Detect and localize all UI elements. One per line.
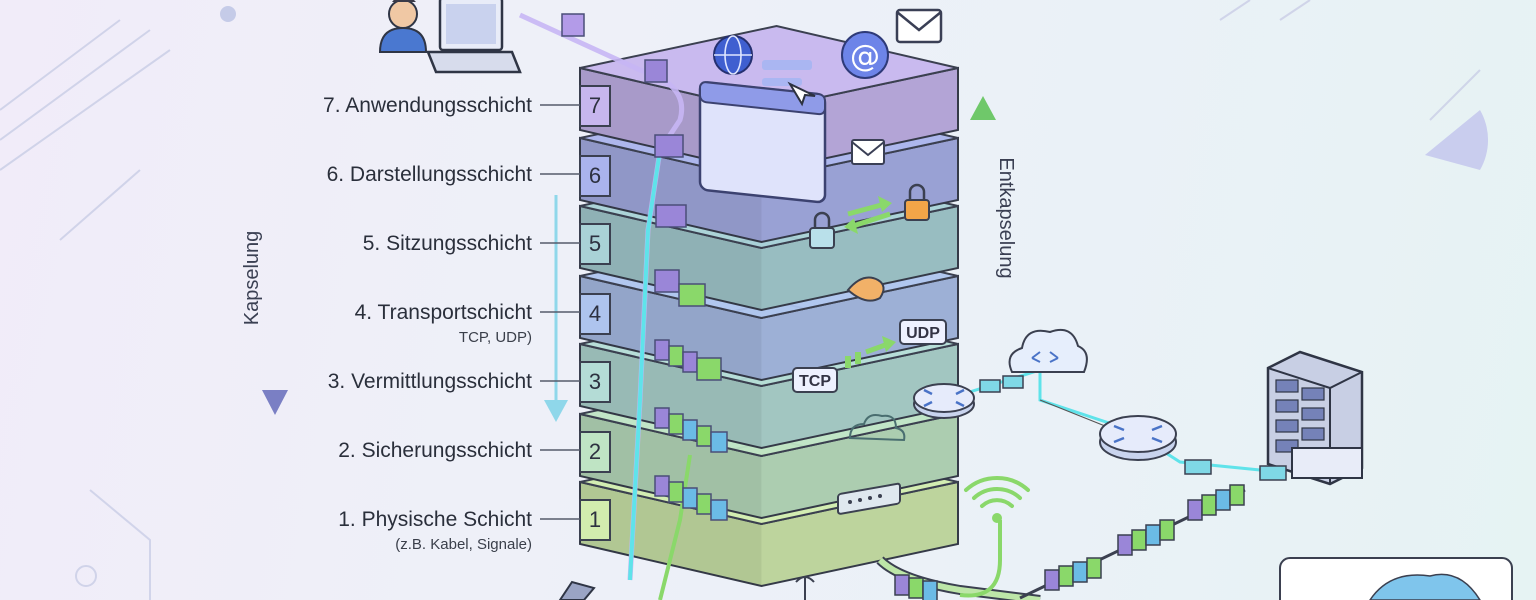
browser-window-icon	[698, 35, 827, 204]
data-packets	[561, 13, 728, 521]
decapsulation-arrow: Entkapselung	[970, 96, 1017, 335]
layer-number: 6	[589, 163, 601, 188]
swap-arrows-icon	[844, 196, 892, 234]
email-icon	[895, 8, 943, 44]
router-icon	[913, 383, 975, 419]
layer-label: 6. Darstellungsschicht	[327, 163, 533, 186]
tcp-udp-group: TCP UDP	[792, 319, 947, 393]
encapsulation-label: Kapselung	[241, 231, 263, 326]
svg-text:@: @	[850, 39, 880, 74]
router-icon	[1099, 415, 1177, 461]
wifi-icon	[964, 476, 1030, 523]
cloud-icon	[1369, 573, 1481, 600]
layer-labels: 7. Anwendungsschicht 6. Darstellungsschic…	[323, 94, 580, 553]
cloud-icon	[1008, 328, 1088, 373]
layer-label: 4. Transportschicht	[355, 301, 533, 324]
inner-down-arrow	[544, 195, 568, 422]
decor-shape	[1425, 110, 1489, 170]
background-decor	[0, 0, 1481, 600]
layer-number: 2	[589, 439, 601, 464]
layer-number: 5	[589, 231, 601, 256]
layer-sublabel: TCP, UDP)	[459, 329, 532, 346]
layer-label: 5. Sitzungsschicht	[363, 232, 532, 255]
layer-label: 7. Anwendungsschicht	[323, 94, 532, 117]
antenna-icon	[795, 576, 815, 600]
ethernet-plug-icon	[558, 580, 596, 600]
network-switch-icon	[837, 482, 901, 515]
lock-icon	[904, 183, 930, 221]
layer-label: 2. Sicherungsschicht	[338, 439, 532, 462]
decapsulation-label: Entkapselung	[995, 157, 1017, 278]
network-packets	[894, 375, 1287, 600]
at-sign-icon: @	[841, 31, 889, 79]
lock-icon	[809, 211, 835, 249]
monitor-icon	[1291, 447, 1363, 479]
user-icon	[378, 0, 428, 53]
tcp-label: TCP	[799, 373, 831, 390]
layer-label: 3. Vermittlungsschicht	[328, 370, 532, 393]
udp-label: UDP	[906, 325, 940, 342]
handshake-icon	[846, 276, 885, 302]
layer-label: 1. Physische Schicht	[338, 508, 532, 531]
globe-icon	[713, 35, 753, 75]
email-small-icon	[851, 139, 885, 165]
encapsulation-arrow: Kapselung	[241, 148, 288, 415]
layer-number: 3	[589, 369, 601, 394]
layer-number: 4	[589, 301, 601, 326]
layer-number: 1	[589, 507, 601, 532]
laptop-icon	[426, 0, 522, 74]
layer-number: 7	[589, 93, 601, 118]
decor-dot	[220, 6, 236, 22]
layer-sublabel: (z.B. Kabel, Signale)	[395, 536, 532, 553]
cloud-icon	[848, 414, 906, 442]
